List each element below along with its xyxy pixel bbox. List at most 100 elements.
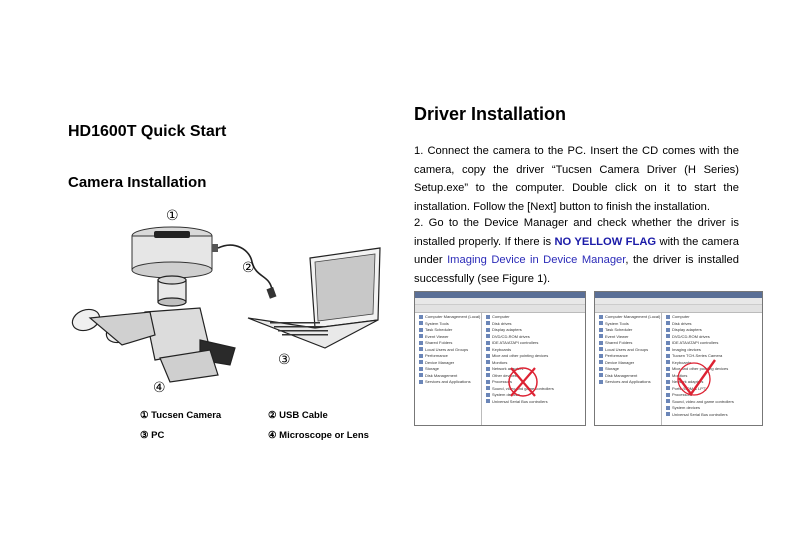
device-icon bbox=[419, 321, 423, 326]
laptop-drawing bbox=[247, 247, 381, 349]
device-icon bbox=[666, 314, 670, 319]
tree-item: Shared Folders bbox=[599, 340, 661, 346]
tree-item: Services and Applications bbox=[599, 379, 661, 385]
red-x-mark-icon bbox=[508, 367, 538, 397]
tree-item: Storage bbox=[419, 366, 481, 372]
device-icon bbox=[419, 366, 423, 371]
page-title: HD1600T Quick Start bbox=[68, 123, 227, 140]
legend-item-camera: ① Tucsen Camera bbox=[140, 410, 221, 421]
legend-num: ② bbox=[268, 410, 277, 421]
imaging-device-link: Imaging Device in Device Manager bbox=[447, 254, 626, 266]
device-icon bbox=[666, 399, 670, 404]
tree-item: Local Users and Groups bbox=[419, 347, 481, 353]
device-icon bbox=[599, 379, 603, 384]
device-item: Computer bbox=[666, 314, 762, 320]
legend-text: PC bbox=[151, 430, 165, 441]
label-1: ① bbox=[166, 208, 179, 224]
device-item: Universal Serial Bus controllers bbox=[486, 399, 585, 405]
legend-text: USB Cable bbox=[279, 410, 328, 421]
window-titlebar bbox=[415, 292, 585, 298]
window-menubar bbox=[415, 298, 585, 305]
device-icon bbox=[486, 360, 490, 365]
device-icon bbox=[599, 353, 603, 358]
label-4: ④ bbox=[153, 380, 166, 396]
device-icon bbox=[666, 373, 670, 378]
device-item: Mice and other pointing devices bbox=[666, 366, 762, 372]
legend-num: ① bbox=[140, 410, 149, 421]
device-icon bbox=[666, 321, 670, 326]
step-2-text-a: 2. Go to the Device Manager and check wh… bbox=[414, 217, 739, 248]
device-icon bbox=[486, 334, 490, 339]
tree-item: Shared Folders bbox=[419, 340, 481, 346]
tree-item: Task Scheduler bbox=[599, 327, 661, 333]
tree-item: Storage bbox=[599, 366, 661, 372]
device-item: Computer bbox=[486, 314, 585, 320]
paragraph-step-1: 1. Connect the camera to the PC. Insert … bbox=[414, 145, 739, 213]
label-3: ③ bbox=[278, 352, 291, 368]
device-icon bbox=[419, 353, 423, 358]
tree-item: Disk Management bbox=[599, 373, 661, 379]
window-menubar bbox=[595, 298, 762, 305]
window-toolbar bbox=[595, 305, 762, 313]
red-check-mark-icon bbox=[677, 359, 716, 397]
tree-item: Local Users and Groups bbox=[599, 347, 661, 353]
tree-item: Device Manager bbox=[419, 360, 481, 366]
device-item: Keyboards bbox=[666, 360, 762, 366]
tree-item: Performance bbox=[599, 353, 661, 359]
device-item: System devices bbox=[486, 392, 585, 398]
paragraph-step-2: 2. Go to the Device Manager and check wh… bbox=[414, 214, 739, 288]
tree-item: Computer Management (Local) bbox=[599, 314, 661, 320]
device-item: Tucsen TCH-Series Camera bbox=[666, 353, 762, 359]
step-2-text-b: with the camera under bbox=[414, 235, 740, 267]
tree-item: System Tools bbox=[419, 321, 481, 327]
tree-item: Task Scheduler bbox=[419, 327, 481, 333]
device-icon bbox=[486, 340, 490, 345]
camera-drawing bbox=[131, 226, 218, 279]
device-icon bbox=[419, 373, 423, 378]
device-item: DVD/CD-ROM drives bbox=[666, 334, 762, 340]
device-icon bbox=[419, 327, 423, 332]
device-icon bbox=[666, 392, 670, 397]
device-item: Sound, video and game controllers bbox=[486, 386, 585, 392]
step-2-text-c: , the driver is installed successfully (… bbox=[414, 254, 739, 285]
device-icon bbox=[486, 327, 490, 332]
tree-item: Computer Management (Local) bbox=[419, 314, 481, 320]
device-icon bbox=[599, 360, 603, 365]
device-icon bbox=[666, 340, 670, 345]
device-item: Monitors bbox=[486, 360, 585, 366]
microscope-drawing bbox=[71, 275, 236, 383]
legend-item-microscope: ④ Microscope or Lens bbox=[268, 430, 369, 441]
device-item: Imaging devices bbox=[666, 347, 762, 353]
legend-text: Microscope or Lens bbox=[279, 430, 369, 441]
legend-item-pc: ③ PC bbox=[140, 430, 164, 441]
legend-num: ④ bbox=[268, 430, 277, 441]
camera-installation-heading: Camera Installation bbox=[68, 174, 207, 191]
legend-text: Tucsen Camera bbox=[151, 410, 222, 421]
device-item: Monitors bbox=[666, 373, 762, 379]
driver-installation-heading: Driver Installation bbox=[414, 104, 567, 124]
device-icon bbox=[419, 334, 423, 339]
device-icon bbox=[599, 347, 603, 352]
device-icon bbox=[486, 386, 490, 391]
device-icon bbox=[666, 379, 670, 384]
device-icon bbox=[419, 314, 423, 319]
device-item: Processors bbox=[486, 379, 585, 385]
device-icon bbox=[599, 373, 603, 378]
device-icon bbox=[666, 360, 670, 365]
device-item: Display adapters bbox=[666, 327, 762, 333]
device-item: Network adapters bbox=[486, 366, 585, 372]
device-item: Processors bbox=[666, 392, 762, 398]
device-icon bbox=[666, 386, 670, 391]
device-icon bbox=[419, 340, 423, 345]
device-item: Disk drives bbox=[486, 321, 585, 327]
device-item: Sound, video and game controllers bbox=[666, 399, 762, 405]
device-icon bbox=[599, 314, 603, 319]
device-item: Disk drives bbox=[666, 321, 762, 327]
device-item: Keyboards bbox=[486, 347, 585, 353]
window-titlebar bbox=[595, 292, 762, 298]
